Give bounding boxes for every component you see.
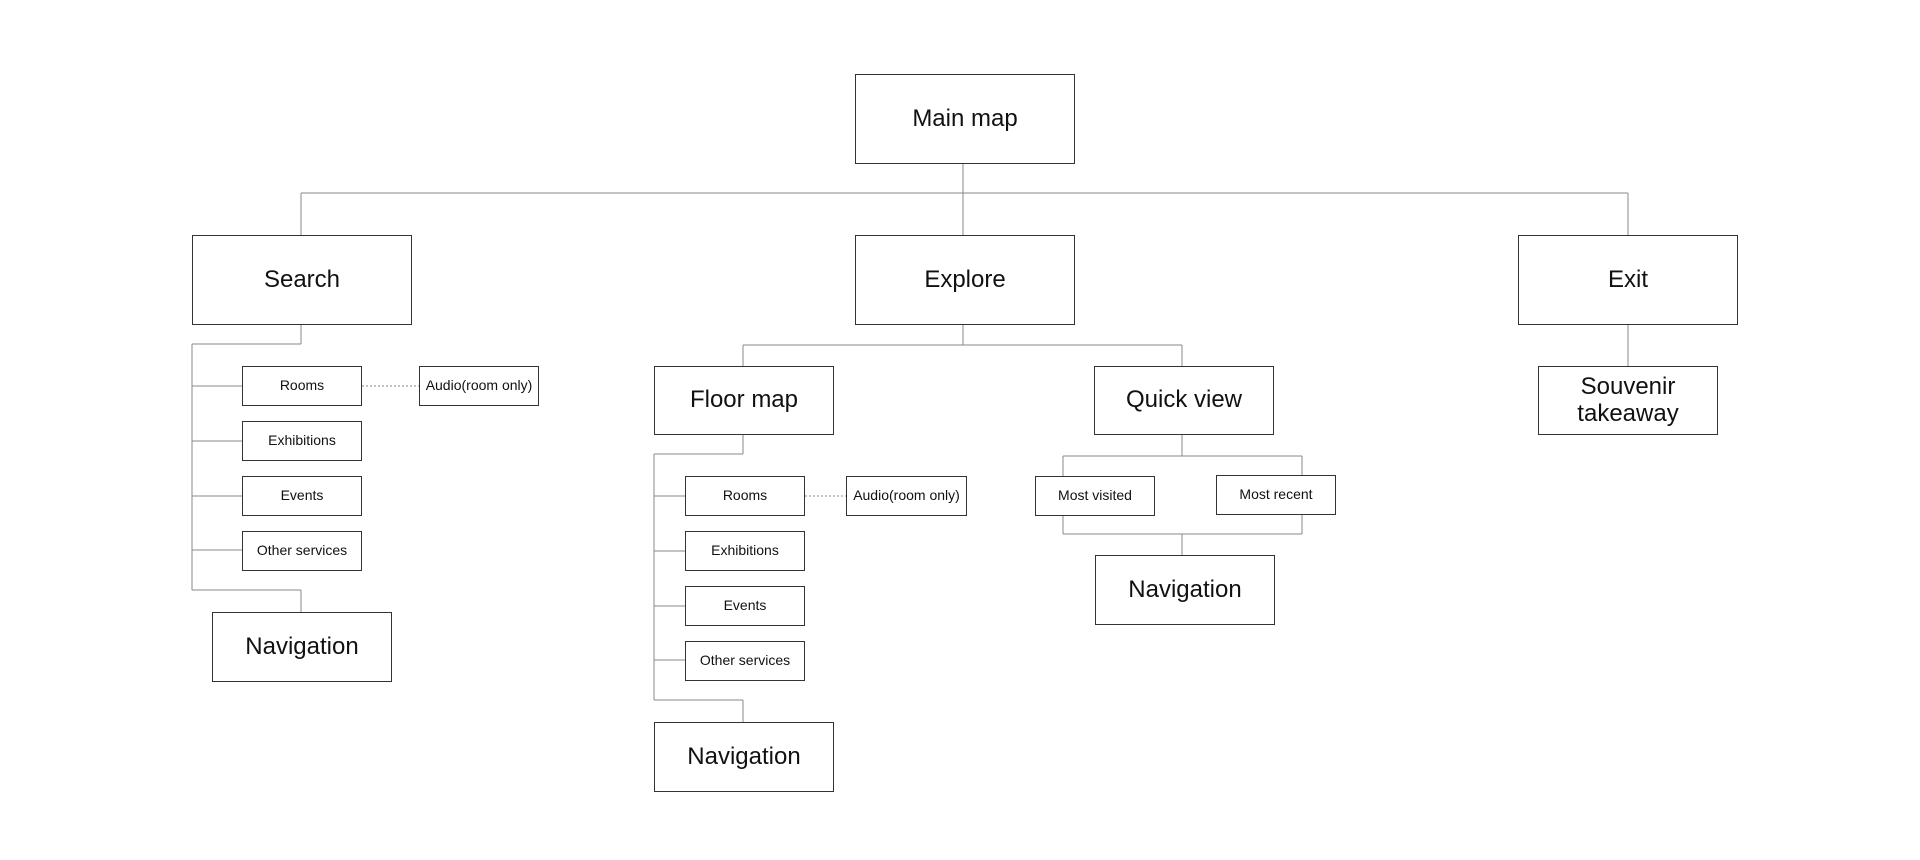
- search-rooms-node[interactable]: Rooms: [242, 366, 362, 406]
- explore-label: Explore: [924, 265, 1006, 293]
- search-node[interactable]: Search: [192, 235, 412, 325]
- floor-audio-label: Audio(room only): [853, 487, 960, 504]
- souvenir-takeaway-node[interactable]: Souvenir takeaway: [1538, 366, 1718, 435]
- floor-map-node[interactable]: Floor map: [654, 366, 834, 435]
- search-exhibitions-node[interactable]: Exhibitions: [242, 421, 362, 461]
- floor-navigation-node[interactable]: Navigation: [654, 722, 834, 792]
- floor-navigation-label: Navigation: [687, 742, 801, 770]
- most-visited-label: Most visited: [1058, 487, 1132, 504]
- floor-audio-node[interactable]: Audio(room only): [846, 476, 967, 516]
- search-events-label: Events: [280, 487, 324, 504]
- search-navigation-label: Navigation: [245, 632, 359, 660]
- search-rooms-label: Rooms: [279, 377, 325, 394]
- most-recent-label: Most recent: [1239, 486, 1313, 503]
- exit-label: Exit: [1607, 265, 1648, 293]
- exit-node[interactable]: Exit: [1518, 235, 1738, 325]
- most-recent-node[interactable]: Most recent: [1216, 475, 1336, 515]
- floor-other-services-node[interactable]: Other services: [685, 641, 805, 681]
- search-label: Search: [263, 265, 341, 293]
- floor-events-node[interactable]: Events: [685, 586, 805, 626]
- search-audio-node[interactable]: Audio(room only): [419, 366, 539, 406]
- search-events-node[interactable]: Events: [242, 476, 362, 516]
- search-audio-label: Audio(room only): [425, 377, 533, 394]
- floor-other-services-label: Other services: [699, 652, 791, 669]
- search-other-services-label: Other services: [256, 542, 348, 559]
- floor-events-label: Events: [723, 597, 767, 614]
- search-exhibitions-label: Exhibitions: [268, 432, 336, 449]
- main-map-node[interactable]: Main map: [855, 74, 1075, 164]
- souvenir-takeaway-label: Souvenir takeaway: [1577, 373, 1679, 427]
- search-other-services-node[interactable]: Other services: [242, 531, 362, 571]
- quick-view-label: Quick view: [1125, 386, 1243, 414]
- most-visited-node[interactable]: Most visited: [1035, 476, 1155, 516]
- main-map-label: Main map: [912, 104, 1018, 132]
- search-navigation-node[interactable]: Navigation: [212, 612, 392, 682]
- quick-view-node[interactable]: Quick view: [1094, 366, 1274, 435]
- quick-navigation-label: Navigation: [1128, 575, 1242, 603]
- floor-rooms-label: Rooms: [722, 487, 768, 504]
- explore-node[interactable]: Explore: [855, 235, 1075, 325]
- floor-exhibitions-label: Exhibitions: [711, 542, 779, 559]
- floor-rooms-node[interactable]: Rooms: [685, 476, 805, 516]
- floor-map-label: Floor map: [689, 386, 799, 414]
- quick-navigation-node[interactable]: Navigation: [1095, 555, 1275, 625]
- floor-exhibitions-node[interactable]: Exhibitions: [685, 531, 805, 571]
